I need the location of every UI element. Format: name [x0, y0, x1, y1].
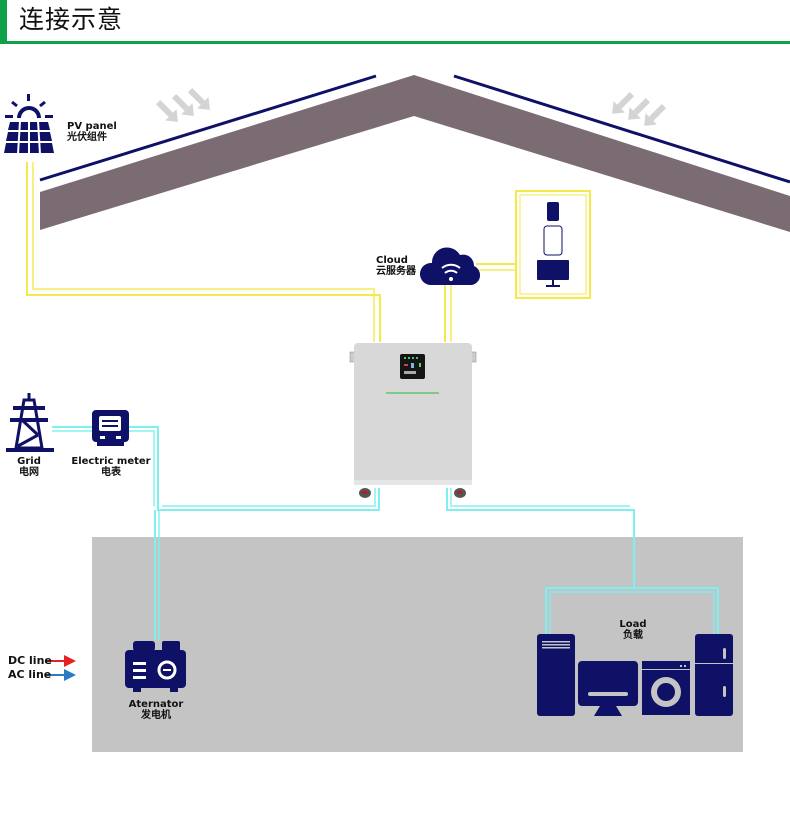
header-accent-bar [0, 0, 7, 44]
dc-line-legend-arrow [46, 655, 76, 667]
grid-label-en: Grid [17, 456, 41, 467]
tablet-icon [543, 225, 563, 256]
roof [40, 75, 790, 232]
grid-label: Grid 电网 [9, 456, 49, 478]
ac-wire-inverter-to-load [446, 488, 719, 640]
hybrid-inverter-icon [349, 343, 477, 498]
phone-icon [547, 202, 559, 221]
cloud-wifi-icon [419, 247, 481, 285]
generator-label-cn: 发电机 [141, 710, 171, 721]
roof-edge-left [39, 74, 377, 182]
meter-label: Electric meter 电表 [70, 456, 152, 478]
generator-icon [125, 641, 186, 692]
dc-wire-cloud-to-inverter [444, 285, 452, 342]
load-label-en: Load [619, 619, 647, 630]
meter-label-cn: 电表 [101, 467, 121, 478]
dc-wire-pv-to-inverter [26, 162, 381, 342]
pv-label-en: PV panel [67, 121, 117, 132]
ac-line-legend-arrow [46, 669, 76, 681]
pv-panel-label: PV panel 光伏组件 [67, 121, 117, 143]
meter-label-en: Electric meter [71, 456, 151, 467]
pv-label-cn: 光伏组件 [67, 132, 107, 143]
power-tower-icon [6, 393, 54, 452]
roof-edge-right [453, 74, 790, 184]
load-label: Load 负载 [608, 619, 658, 641]
sunlight-arrows-left [155, 87, 210, 122]
legend-dc-label: DC line [8, 654, 52, 667]
fridge-icon [695, 634, 733, 716]
legend-ac-label: AC line [8, 668, 52, 681]
monitor-icon [537, 260, 569, 287]
generator-label-en: Aternator [128, 699, 184, 710]
cloud-label-en: Cloud [376, 255, 408, 266]
devices-frame [515, 190, 591, 299]
header-underline [0, 41, 790, 44]
generator-label: Aternator 发电机 [120, 699, 192, 721]
ac-wire-generator [154, 510, 160, 640]
tv-icon [578, 661, 638, 716]
pc-tower-icon [537, 634, 575, 716]
electric-meter-icon [92, 410, 129, 446]
cloud-label: Cloud 云服务器 [376, 255, 416, 277]
washing-machine-icon [642, 661, 690, 715]
grid-label-cn: 电网 [19, 467, 39, 478]
page-title: 连接示意 [19, 5, 124, 34]
devices-frame-inner [519, 194, 587, 295]
dc-wire-cloud-to-devices [476, 263, 516, 271]
cloud-label-cn: 云服务器 [376, 266, 416, 277]
solar-panel-icon [4, 94, 54, 155]
section-header: 连接示意 [0, 0, 790, 46]
sunlight-arrows-right [612, 91, 667, 126]
load-label-cn: 负载 [623, 630, 643, 641]
